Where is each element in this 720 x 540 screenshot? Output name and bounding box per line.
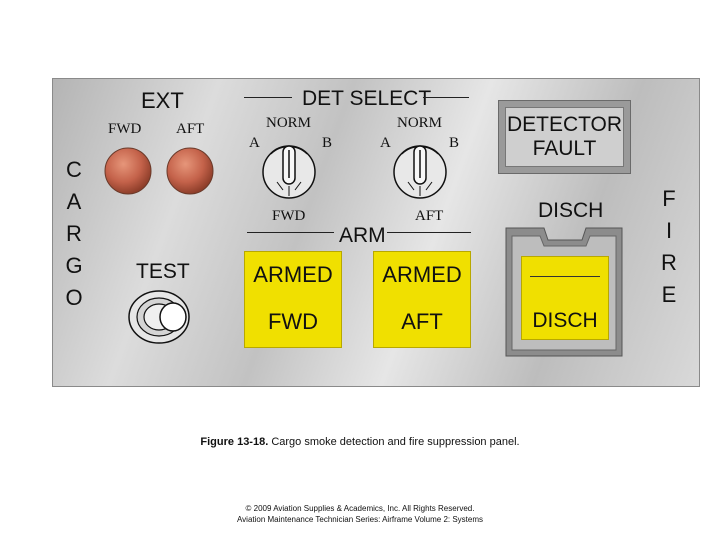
left-det-select-knob[interactable] (261, 144, 317, 200)
detector-fault-line2: FAULT (532, 137, 597, 160)
right-det-select-knob[interactable] (392, 144, 448, 200)
copyright-line2: Aviation Maintenance Technician Series: … (236, 515, 484, 524)
disch-button-label: DISCH (532, 309, 598, 332)
left-knob-b-label: B (322, 135, 333, 151)
fire-vertical-label: F I R E (661, 186, 677, 307)
armed-fwd-bottom-label: FWD (267, 309, 319, 334)
det-select-line-left (244, 97, 292, 98)
ext-fwd-light[interactable] (103, 146, 153, 196)
ext-label: EXT (141, 88, 184, 113)
copyright-line1: © 2009 Aviation Supplies & Academics, In… (245, 504, 475, 513)
cargo-vertical-label: C A R G O (65, 157, 83, 310)
arm-line-right (387, 232, 471, 233)
armed-aft-bottom-label: AFT (401, 309, 443, 334)
right-knob-norm-label: NORM (397, 115, 443, 131)
armed-fwd-button[interactable]: ARMED FWD (244, 251, 342, 348)
det-select-label: DET SELECT (302, 87, 432, 110)
test-label: TEST (136, 260, 190, 283)
left-knob-norm-label: NORM (266, 115, 312, 131)
detector-fault-line1: DETECTOR (506, 113, 623, 136)
ext-fwd-label: FWD (108, 121, 142, 137)
detector-fault-face: DETECTOR FAULT (505, 107, 624, 167)
left-knob-fwd-label: FWD (272, 208, 306, 224)
right-knob-a-label: A (380, 135, 391, 151)
figure-caption: Figure 13-18. Cargo smoke detection and … (0, 436, 720, 448)
disch-label: DISCH (538, 199, 604, 222)
det-select-line-right (423, 97, 469, 98)
armed-aft-top-label: ARMED (382, 262, 462, 287)
cargo-fire-panel: C A R G O F I R E EXT FWD AFT DET SELECT… (52, 78, 700, 387)
figure-caption-text: Cargo smoke detection and fire suppressi… (268, 436, 520, 448)
disch-button-divider (530, 276, 600, 277)
arm-line-left (247, 232, 334, 233)
disch-button[interactable]: DISCH (521, 256, 609, 340)
test-toggle-switch[interactable] (125, 285, 197, 347)
ext-aft-label: AFT (176, 121, 205, 137)
armed-fwd-top-label: ARMED (253, 262, 333, 287)
left-knob-a-label: A (249, 135, 260, 151)
figure-caption-prefix: Figure 13-18. (200, 436, 269, 448)
detector-fault-light: DETECTOR FAULT (498, 100, 631, 174)
ext-aft-light[interactable] (165, 146, 215, 196)
armed-aft-button[interactable]: ARMED AFT (373, 251, 471, 348)
right-knob-b-label: B (449, 135, 460, 151)
arm-label: ARM (339, 224, 386, 247)
right-knob-aft-label: AFT (415, 208, 444, 224)
